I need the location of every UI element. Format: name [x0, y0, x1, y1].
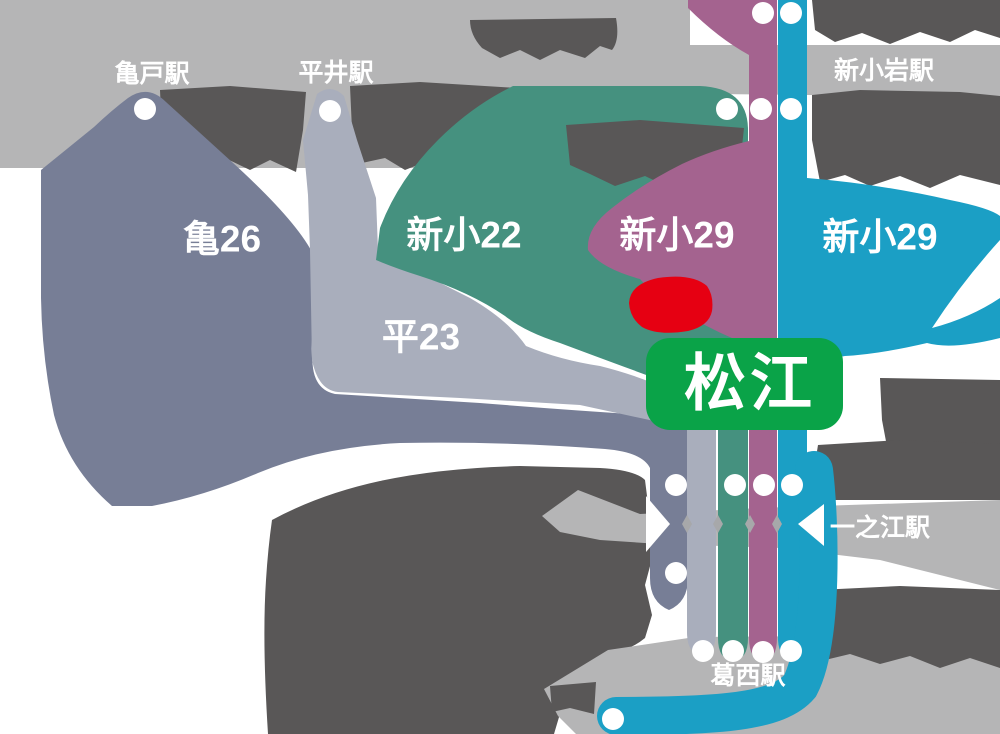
stop-dot	[665, 474, 687, 496]
crossing-diamond	[682, 515, 692, 533]
crossing-cutouts	[646, 496, 824, 552]
stop-dot	[724, 474, 746, 496]
redacted-text-blob	[880, 378, 1000, 458]
redacted-text-blob	[812, 0, 1000, 44]
route-blob-shinko29-east	[807, 178, 1000, 368]
stop-dot	[780, 98, 802, 120]
station-label-kasai: 葛西駅	[710, 662, 785, 690]
route-band-kame26	[41, 91, 688, 610]
route-band-shinko29-west	[587, 0, 777, 660]
redacted-text-blob	[818, 586, 1000, 668]
stop-dot	[665, 562, 687, 584]
stop-dot	[722, 640, 744, 662]
redacted-text-blob	[814, 440, 1000, 500]
crossing-diamond	[745, 515, 755, 533]
stop-dot	[750, 98, 772, 120]
stop-dots	[134, 2, 803, 730]
stop-dot	[752, 641, 774, 663]
stop-dot	[716, 98, 738, 120]
destination-label: 松江	[684, 350, 816, 419]
redacted-text-blob	[812, 90, 1000, 188]
crossing-notch-left	[646, 496, 670, 552]
stop-dot	[753, 474, 775, 496]
route-label-shinko22: 新小22	[406, 215, 521, 256]
current-stop-marker	[629, 276, 713, 333]
station-label-hirai: 平井駅	[298, 59, 373, 87]
stop-dot	[692, 640, 714, 662]
station-label-kameido: 亀戸駅	[114, 59, 189, 88]
stop-dot	[602, 708, 624, 730]
station-label-ichinoe: 一之江駅	[830, 513, 930, 542]
station-label-shinkoiwa: 新小岩駅	[834, 56, 934, 85]
crossing-diamond	[772, 515, 782, 533]
route-label-hira23: 平23	[382, 317, 460, 358]
station-dot-hirai	[319, 100, 341, 122]
route-label-shinko29-west: 新小29	[619, 215, 734, 256]
crossing-notch-right	[798, 504, 824, 546]
redacted-text-blob	[550, 682, 596, 714]
route-label-kame26: 亀26	[183, 219, 261, 260]
stop-dot	[780, 2, 802, 24]
route-band-hira23	[303, 88, 716, 655]
redacted-text-blob	[264, 466, 653, 734]
redacted-text-blob	[470, 18, 618, 60]
stop-dot	[780, 640, 802, 662]
stop-dot	[752, 2, 774, 24]
stop-dot	[781, 474, 803, 496]
destination-box-matsue	[646, 338, 843, 430]
station-dot-kameido	[134, 98, 156, 120]
crossing-diamond	[713, 515, 723, 533]
route-label-shinko29-east: 新小29	[822, 217, 937, 258]
